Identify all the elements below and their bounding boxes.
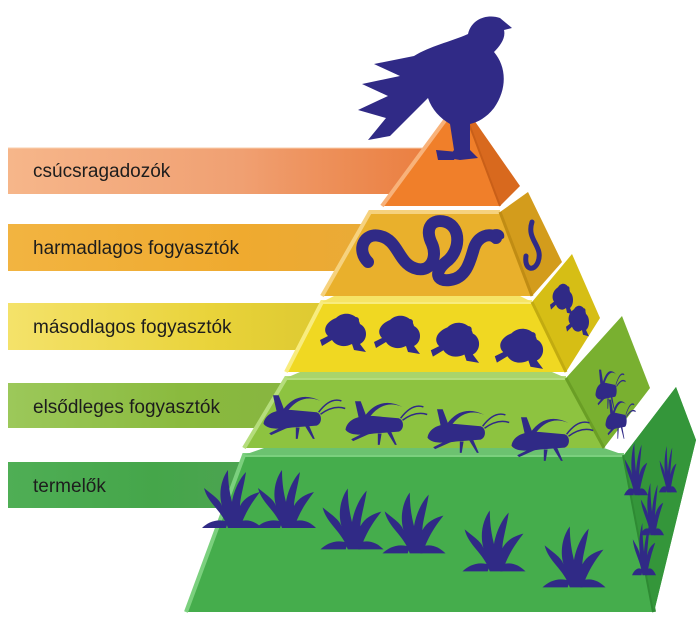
level-4-label: elsődleges fogyasztók <box>33 397 220 418</box>
level-5-label: termelők <box>33 476 106 497</box>
level-2-label: harmadlagos fogyasztók <box>33 238 239 259</box>
level-3-label-bar: másodlagos fogyasztók <box>8 303 346 350</box>
level-2-label-bar: harmadlagos fogyasztók <box>8 224 400 271</box>
level-1-label: csúcsragadozók <box>33 161 171 182</box>
snake-icon-side <box>523 219 542 271</box>
level-1-label-bar: csúcsragadozók <box>8 147 432 194</box>
level-5-label-bar: termelők <box>8 462 252 508</box>
level-4-label-bar: elsődleges fogyasztók <box>8 383 300 428</box>
snake-icon <box>356 215 505 287</box>
eagle-icon <box>358 16 512 160</box>
level-3-label: másodlagos fogyasztók <box>33 317 232 338</box>
